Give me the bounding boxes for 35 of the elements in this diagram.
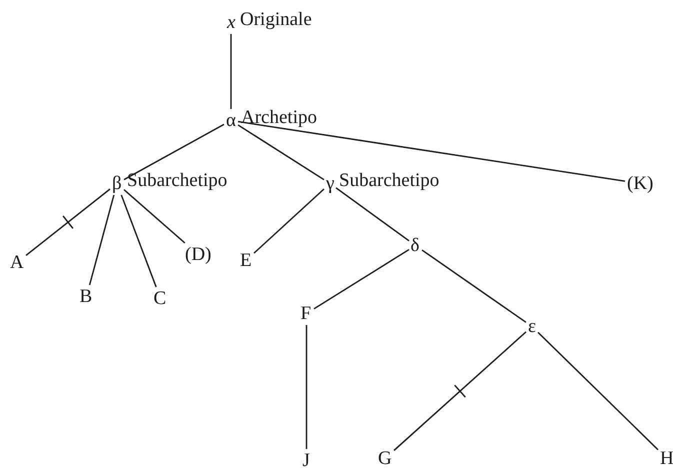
node-label: α [225, 110, 237, 130]
stemma-line [230, 34, 232, 109]
stemma-line [88, 194, 115, 286]
stemma-line [314, 248, 410, 310]
stemma-line [394, 331, 526, 451]
node-label: ε [527, 316, 537, 336]
stemma-line [422, 249, 526, 323]
node-label: B [78, 286, 94, 306]
stemma-line [120, 194, 157, 288]
stemma-line [124, 124, 224, 180]
stemma-line [26, 188, 110, 256]
node-label: E [239, 250, 253, 270]
node-caption: Archetipo [241, 108, 317, 126]
node-caption: Originale [240, 10, 312, 28]
node-label: C [152, 288, 168, 308]
node-label: A [9, 252, 25, 272]
node-label: β [111, 172, 123, 194]
stemma-line [238, 124, 324, 180]
node-label: δ [410, 234, 420, 256]
stemma-line [306, 325, 308, 449]
node-label: F [300, 302, 312, 324]
node-caption: Subarchetipo [339, 170, 440, 190]
stemma-line [254, 188, 324, 254]
stemma-line [124, 189, 186, 244]
stemma-line [538, 332, 658, 450]
node-label: J [302, 450, 311, 470]
node-label: γ [325, 172, 336, 194]
node-label: (K) [626, 172, 654, 194]
stemma-line [336, 187, 410, 242]
node-caption: Subarchetipo [127, 170, 228, 190]
node-label: H [659, 448, 673, 468]
node-label: x [226, 12, 236, 32]
stemma-line [238, 120, 626, 182]
node-label: G [377, 448, 393, 468]
node-label: (D) [184, 244, 212, 264]
